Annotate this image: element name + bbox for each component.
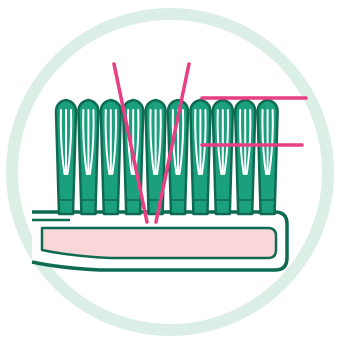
bristle-tuft bbox=[258, 100, 278, 214]
bristle-tuft bbox=[101, 100, 121, 214]
bristle-tuft bbox=[190, 100, 210, 214]
bristle-tuft bbox=[235, 100, 255, 214]
bristle-tuft bbox=[213, 100, 233, 214]
bristle-tuft bbox=[56, 100, 76, 214]
bristle-tuft bbox=[78, 100, 98, 214]
handle-fill bbox=[42, 228, 276, 258]
